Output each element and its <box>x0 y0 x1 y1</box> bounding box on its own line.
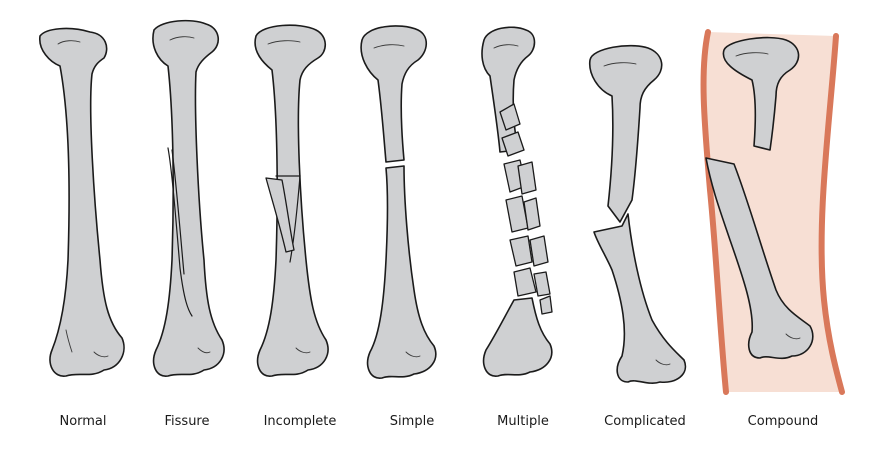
bone-simple <box>360 25 437 379</box>
label-compound: Compound <box>747 414 819 429</box>
skin-edge-left <box>700 29 729 395</box>
bone-complicated <box>588 44 687 384</box>
label-incomplete: Incomplete <box>263 414 337 429</box>
label-fissure: Fissure <box>164 414 210 429</box>
label-complicated: Complicated <box>604 414 686 429</box>
bone-multiple <box>481 26 553 377</box>
bone-normal <box>39 27 125 377</box>
bone-compound <box>700 29 845 395</box>
label-normal: Normal <box>59 414 107 429</box>
skin-edge-right <box>818 33 845 395</box>
fracture-labels: Normal Fissure Incomplete Simple Multipl… <box>0 414 884 438</box>
skin-tissue <box>703 32 842 392</box>
label-multiple: Multiple <box>497 414 549 429</box>
label-simple: Simple <box>389 414 435 429</box>
bone-incomplete <box>254 24 329 377</box>
bone-fissure <box>152 19 225 377</box>
